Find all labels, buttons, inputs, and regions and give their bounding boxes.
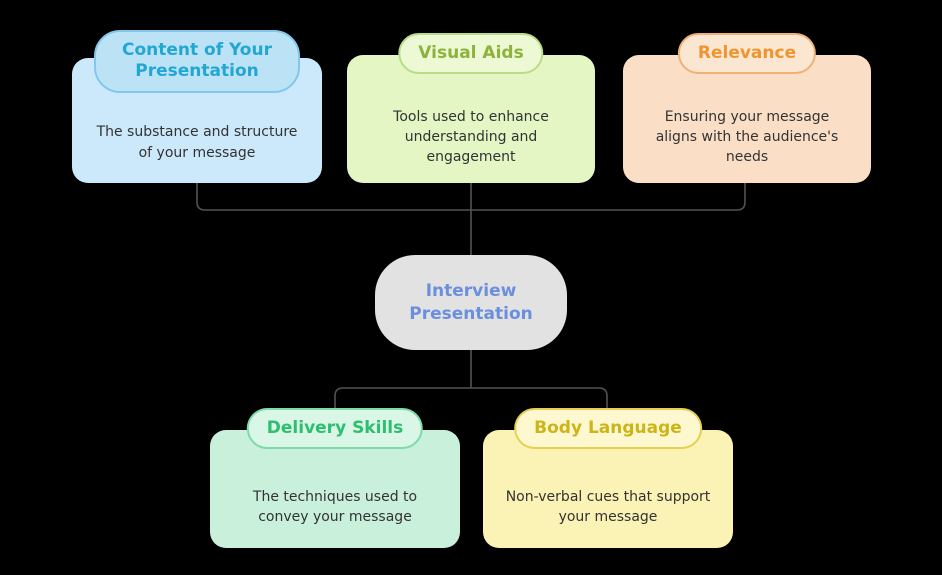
node-title: Delivery Skills (266, 418, 404, 438)
node-visual-aids: Visual Aids Tools used to enhance unders… (347, 33, 595, 183)
node-title-badge: Delivery Skills (246, 408, 424, 450)
node-content-of-your-presentation: Content of Your Presentation The substan… (72, 30, 322, 183)
node-body-language: Body Language Non-verbal cues that suppo… (483, 408, 733, 548)
node-relevance: Relevance Ensuring your message aligns w… (623, 33, 871, 183)
node-title: Content of Your Presentation (122, 40, 272, 82)
node-description: Non-verbal cues that support your messag… (505, 488, 711, 525)
node-interview-presentation-root: Interview Presentation (375, 255, 567, 350)
node-delivery-skills: Delivery Skills The techniques used to c… (210, 408, 460, 548)
node-description: Tools used to enhance understanding and … (393, 108, 549, 166)
node-title-badge: Relevance (677, 33, 817, 75)
node-title: Body Language (534, 418, 682, 438)
node-title-badge: Visual Aids (398, 33, 544, 75)
node-description: Ensuring your message aligns with the au… (655, 108, 839, 166)
connector-bottom-bracket (334, 387, 608, 430)
node-title: Visual Aids (418, 43, 524, 63)
root-title: Interview Presentation (409, 281, 533, 324)
node-title: Relevance (697, 43, 797, 63)
node-description: The substance and structure of your mess… (96, 124, 298, 161)
node-title-badge: Body Language (514, 408, 702, 450)
node-title-badge: Content of Your Presentation (94, 30, 300, 93)
node-description: The techniques used to convey your messa… (252, 488, 418, 525)
